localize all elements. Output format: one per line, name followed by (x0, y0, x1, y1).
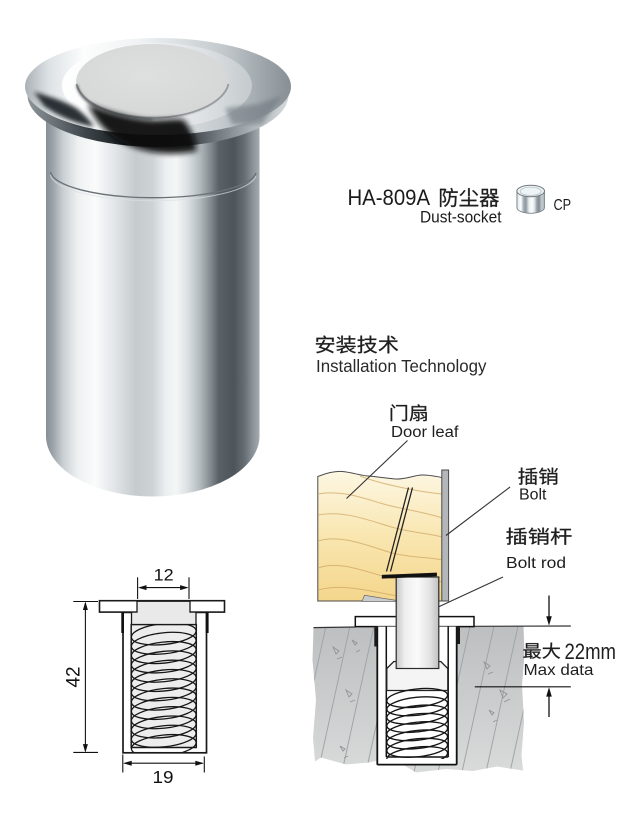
svg-text:Door leaf: Door leaf (391, 424, 459, 441)
svg-text:22mm: 22mm (565, 639, 617, 664)
svg-text:Max data: Max data (524, 662, 594, 679)
svg-text:Bolt rod: Bolt rod (506, 555, 566, 572)
svg-text:Installation Technology: Installation Technology (316, 356, 487, 376)
svg-text:Dust-socket: Dust-socket (420, 208, 502, 227)
svg-text:12: 12 (154, 567, 174, 585)
svg-text:CP: CP (554, 197, 572, 214)
svg-text:Bolt: Bolt (519, 487, 547, 504)
svg-text:42: 42 (64, 667, 85, 688)
svg-text:19: 19 (153, 767, 174, 787)
svg-text:HA-809A: HA-809A (348, 185, 431, 210)
